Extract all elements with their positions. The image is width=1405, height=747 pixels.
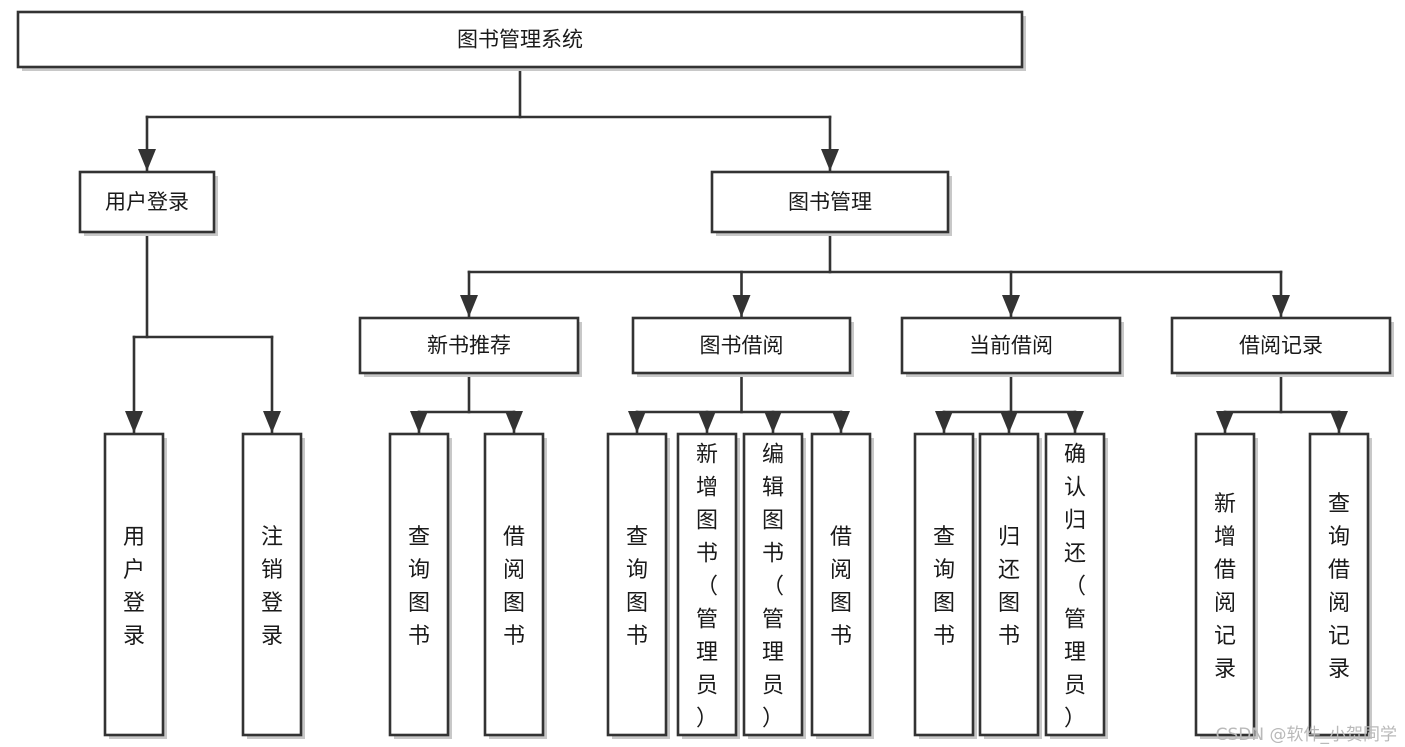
arrow-head-icon xyxy=(125,411,143,433)
node-leaf-query-book-rec[interactable]: 查询图书 xyxy=(388,432,452,739)
arrow-head-icon xyxy=(732,295,751,317)
node-label: 图书借阅 xyxy=(700,334,784,358)
edge-group-new-book-recommend xyxy=(410,371,523,435)
node-leaf-logout[interactable]: 注销登录 xyxy=(241,432,305,739)
arrow-head-icon xyxy=(505,411,523,433)
node-rect[interactable] xyxy=(606,432,668,737)
node-rect[interactable] xyxy=(103,432,165,737)
node-label: 借阅图书 xyxy=(503,525,525,649)
node-leaf-edit-book-admin[interactable]: 编辑图书（管理员） xyxy=(742,432,806,739)
arrow-head-icon xyxy=(1000,411,1018,433)
node-rect[interactable] xyxy=(1194,432,1256,737)
node-rect[interactable] xyxy=(710,170,950,234)
node-label: 借阅图书 xyxy=(830,525,852,649)
arrow-head-icon xyxy=(1216,411,1234,433)
arrow-head-icon xyxy=(410,411,428,433)
node-borrow-record[interactable]: 借阅记录 xyxy=(1170,316,1394,377)
edge-group-user-login xyxy=(125,230,281,435)
node-leaf-query-book-current[interactable]: 查询图书 xyxy=(913,432,977,739)
arrow-head-icon xyxy=(263,411,281,433)
node-user-login[interactable]: 用户登录 xyxy=(78,170,218,236)
node-rect[interactable] xyxy=(900,316,1122,375)
node-rect[interactable] xyxy=(742,432,804,737)
node-label: 编辑图书（管理员） xyxy=(762,443,784,732)
edge-group-current-borrow xyxy=(935,371,1084,435)
node-label: 图书管理 xyxy=(788,190,872,214)
nodes-layer: 图书管理系统用户登录图书管理新书推荐图书借阅当前借阅借阅记录用户登录注销登录查询… xyxy=(16,10,1394,739)
arrow-head-icon xyxy=(832,411,850,433)
node-rect[interactable] xyxy=(358,316,580,375)
node-rect[interactable] xyxy=(913,432,975,737)
node-current-borrow[interactable]: 当前借阅 xyxy=(900,316,1124,377)
node-leaf-confirm-return-admin[interactable]: 确认归还（管理员） xyxy=(1044,432,1108,739)
node-label: 新书推荐 xyxy=(427,334,511,358)
node-book-management[interactable]: 图书管理 xyxy=(710,170,952,236)
node-root[interactable]: 图书管理系统 xyxy=(16,10,1026,71)
node-label: 当前借阅 xyxy=(969,334,1053,358)
node-label: 用户登录 xyxy=(123,525,145,649)
edge-group-book-management xyxy=(460,230,1290,319)
arrow-head-icon xyxy=(460,295,478,317)
node-rect[interactable] xyxy=(978,432,1040,737)
arrow-head-icon xyxy=(1330,411,1348,433)
arrow-head-icon xyxy=(821,149,839,171)
node-leaf-user-login[interactable]: 用户登录 xyxy=(103,432,167,739)
arrow-head-icon xyxy=(138,149,156,171)
node-leaf-borrow-book[interactable]: 借阅图书 xyxy=(810,432,874,739)
node-label: 查询图书 xyxy=(933,525,955,649)
edges-layer xyxy=(125,65,1348,435)
edge-group-root xyxy=(138,65,839,173)
node-label: 用户登录 xyxy=(105,190,189,214)
node-rect[interactable] xyxy=(388,432,450,737)
node-label: 查询图书 xyxy=(408,525,430,649)
node-label: 借阅记录 xyxy=(1239,334,1323,358)
node-label: 新增图书（管理员） xyxy=(696,443,718,732)
node-label: 归还图书 xyxy=(998,525,1020,649)
node-rect[interactable] xyxy=(78,170,216,234)
node-rect[interactable] xyxy=(1308,432,1370,737)
node-new-book-recommend[interactable]: 新书推荐 xyxy=(358,316,582,377)
node-book-borrow[interactable]: 图书借阅 xyxy=(631,316,854,377)
arrow-head-icon xyxy=(1272,295,1290,317)
node-rect[interactable] xyxy=(631,316,852,375)
node-leaf-return-book[interactable]: 归还图书 xyxy=(978,432,1042,739)
node-rect[interactable] xyxy=(1044,432,1106,737)
node-rect[interactable] xyxy=(241,432,303,737)
node-rect[interactable] xyxy=(483,432,545,737)
arrow-head-icon xyxy=(628,411,646,433)
edge-group-borrow-record xyxy=(1216,371,1348,435)
node-leaf-add-book-admin[interactable]: 新增图书（管理员） xyxy=(676,432,740,739)
node-rect[interactable] xyxy=(676,432,738,737)
node-leaf-add-borrow-record[interactable]: 新增借阅记录 xyxy=(1194,432,1258,739)
arrow-head-icon xyxy=(1002,295,1020,317)
node-rect[interactable] xyxy=(1170,316,1392,375)
node-label: 查询图书 xyxy=(626,525,648,649)
arrow-head-icon xyxy=(698,411,716,433)
node-leaf-borrow-book-rec[interactable]: 借阅图书 xyxy=(483,432,547,739)
node-label: 图书管理系统 xyxy=(457,28,583,52)
node-label: 确认归还（管理员） xyxy=(1064,443,1086,732)
arrow-head-icon xyxy=(764,411,782,433)
node-label: 查询借阅记录 xyxy=(1328,492,1350,682)
arrow-head-icon xyxy=(1066,411,1084,433)
node-leaf-query-book-borrow[interactable]: 查询图书 xyxy=(606,432,670,739)
node-rect[interactable] xyxy=(16,10,1024,69)
arrow-head-icon xyxy=(935,411,953,433)
node-label: 新增借阅记录 xyxy=(1214,492,1236,682)
edge-group-book-borrow xyxy=(628,371,850,435)
node-leaf-query-borrow-record[interactable]: 查询借阅记录 xyxy=(1308,432,1372,739)
node-rect[interactable] xyxy=(810,432,872,737)
node-label: 注销登录 xyxy=(261,525,283,649)
